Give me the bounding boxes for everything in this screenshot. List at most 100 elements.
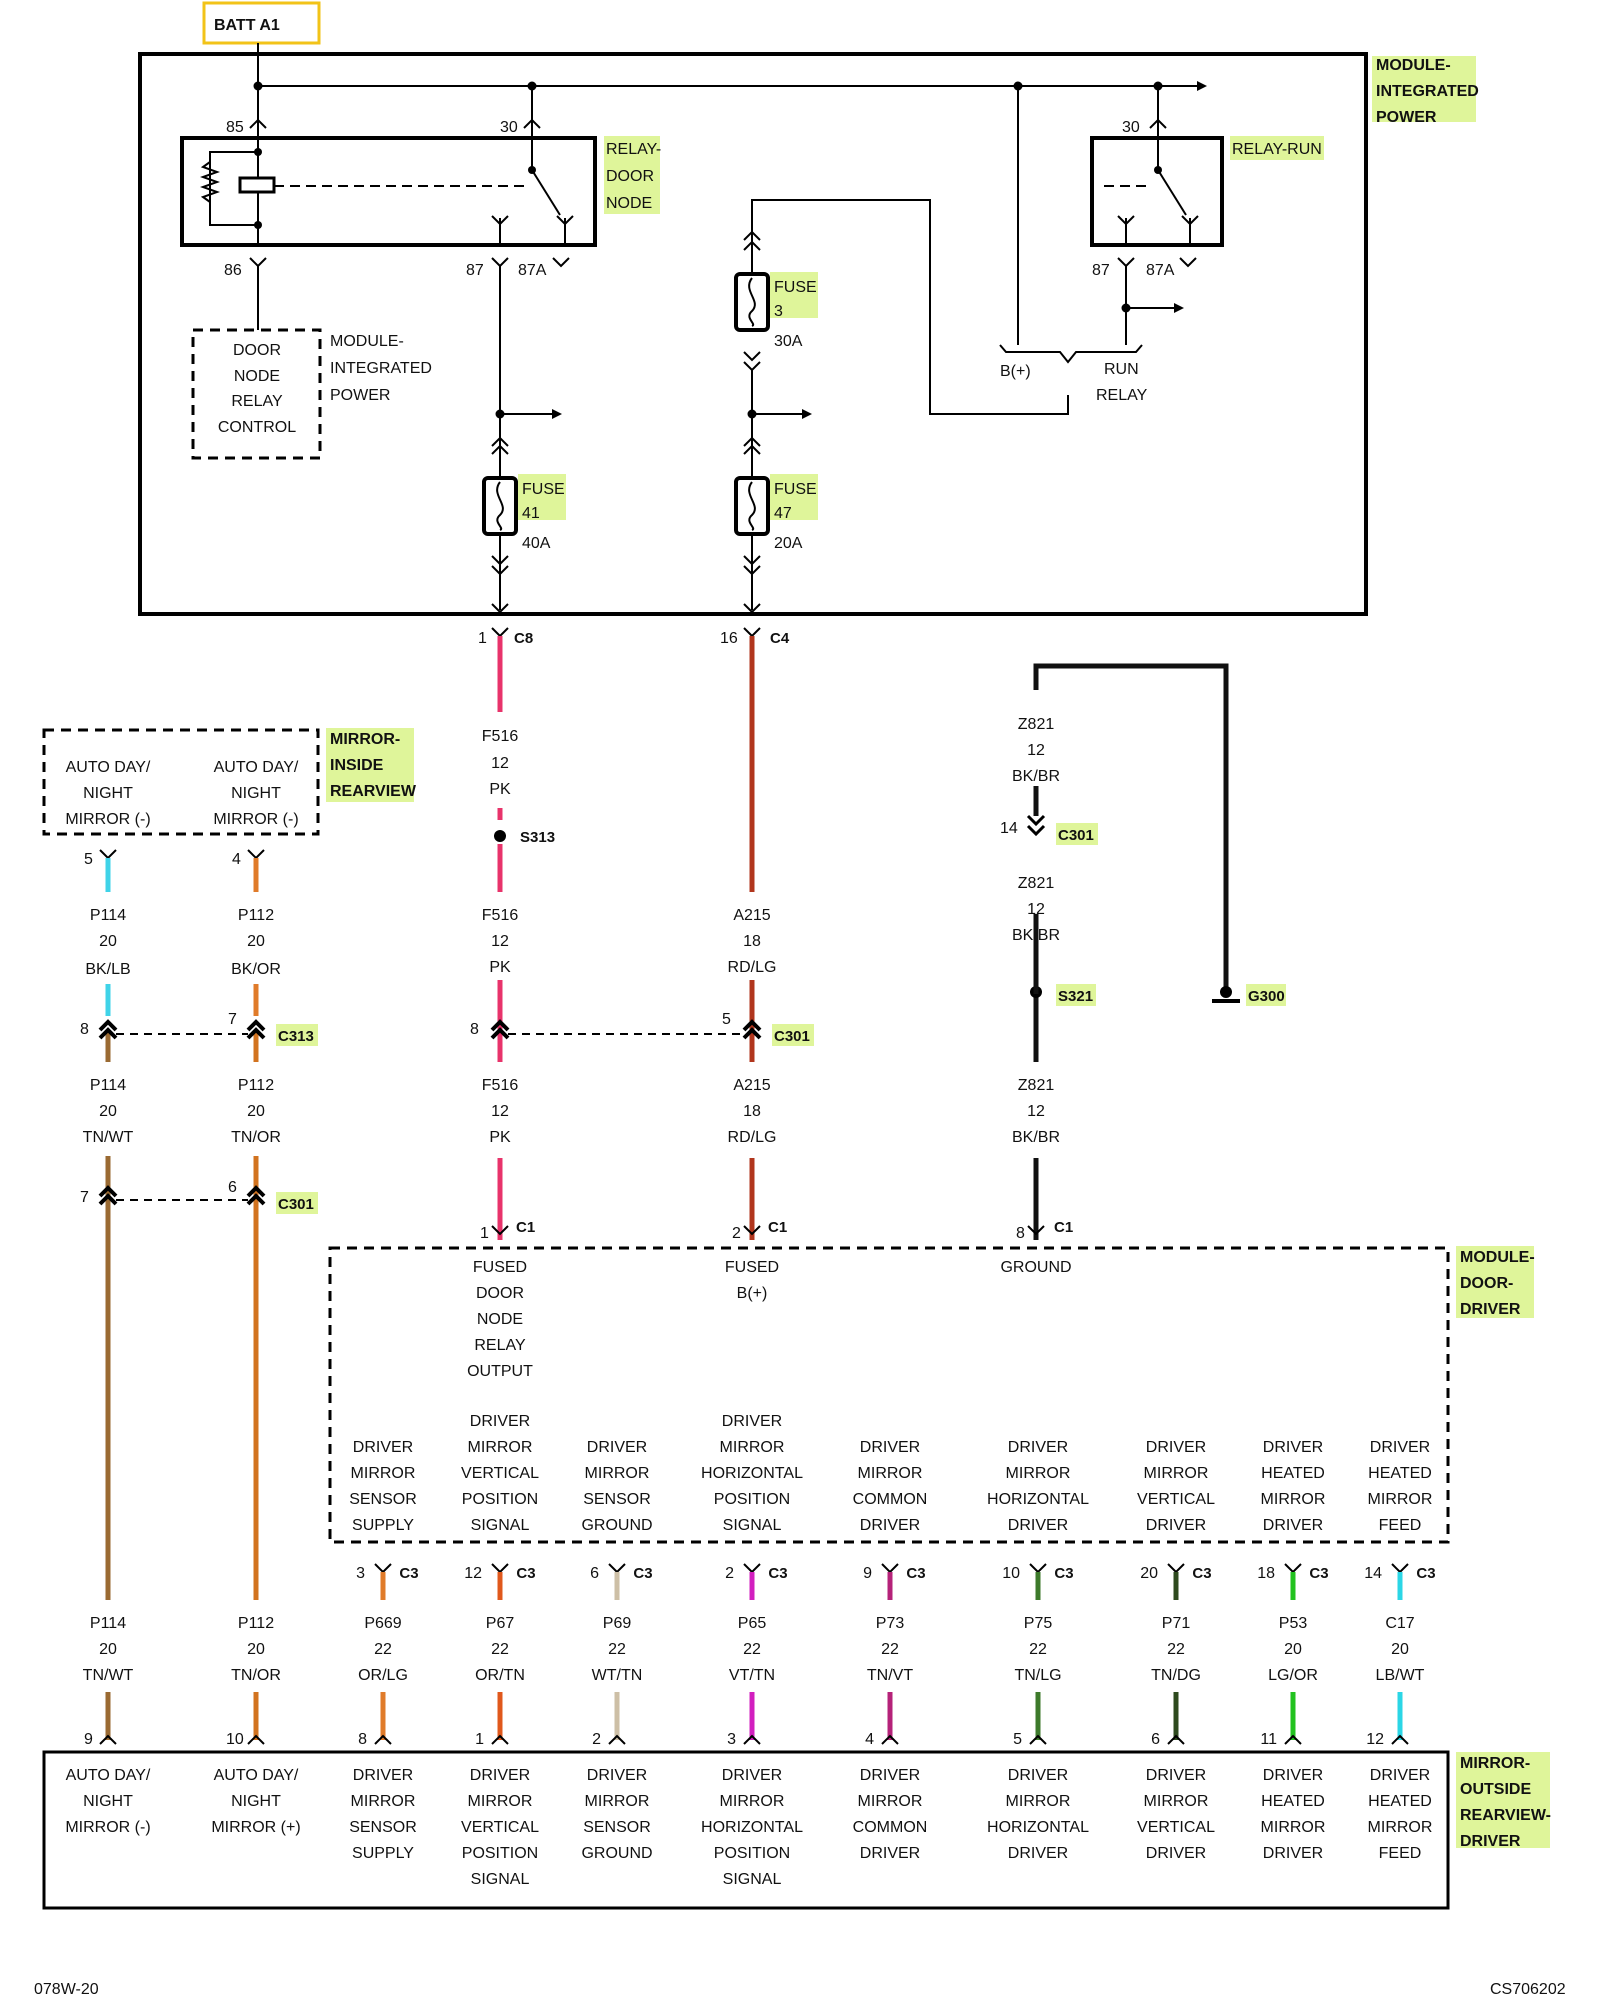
svg-text:C301: C301 <box>774 1028 810 1045</box>
mirror-outside-pin-label: DRIVER <box>353 1767 413 1784</box>
svg-text:BK/OR: BK/OR <box>231 961 281 978</box>
svg-text:BK/BR: BK/BR <box>1012 768 1060 785</box>
output-wire-label: WT/TN <box>592 1667 643 1684</box>
svg-text:MIRROR (-): MIRROR (-) <box>213 811 298 828</box>
footer-left: 078W-20 <box>34 1981 99 1998</box>
output-wire-label: 22 <box>374 1641 392 1658</box>
svg-text:10: 10 <box>226 1731 244 1748</box>
mirror-outside-pin-label: MIRROR <box>858 1793 923 1810</box>
c3-connector-label: C3 <box>1054 1565 1073 1582</box>
svg-text:TN/OR: TN/OR <box>231 1129 281 1146</box>
mirror-outside-pin-label: POSITION <box>714 1845 790 1862</box>
svg-text:F516: F516 <box>482 1077 519 1094</box>
svg-text:16: 16 <box>720 630 738 647</box>
output-wire-label: 22 <box>608 1641 626 1658</box>
c3-pin-symbol <box>1391 1563 1409 1574</box>
svg-text:AUTO DAY/: AUTO DAY/ <box>66 1767 151 1784</box>
c3-pin-symbol <box>881 1563 899 1574</box>
svg-text:PK: PK <box>489 1129 511 1146</box>
door-driver-output-label: MIRROR <box>720 1439 785 1456</box>
door-driver-output-label: HEATED <box>1368 1465 1432 1482</box>
svg-text:RELAY: RELAY <box>231 393 283 410</box>
mirror-outside-pin-label: MIRROR <box>585 1793 650 1810</box>
svg-text:FUSED: FUSED <box>473 1259 527 1276</box>
door-driver-label: MODULE- DOOR- DRIVER <box>1460 1249 1535 1318</box>
c3-pin-symbol <box>608 1563 626 1574</box>
door-driver-output-label: SIGNAL <box>723 1517 782 1534</box>
svg-text:OUTPUT: OUTPUT <box>467 1363 533 1380</box>
door-driver-output-label: SIGNAL <box>471 1517 530 1534</box>
svg-text:7: 7 <box>80 1189 89 1206</box>
door-driver-output-label: GROUND <box>581 1517 652 1534</box>
output-wire-label: TN/VT <box>867 1667 913 1684</box>
output-wire-label: LG/OR <box>1268 1667 1318 1684</box>
fuse-3 <box>734 272 770 332</box>
svg-text:9: 9 <box>84 1731 93 1748</box>
mirror-pin-number: 6 <box>1151 1731 1160 1748</box>
c3-connector-label: C3 <box>1416 1565 1435 1582</box>
svg-text:8: 8 <box>1016 1225 1025 1242</box>
svg-text:2: 2 <box>732 1225 741 1242</box>
mirror-pin-symbol <box>1167 1734 1185 1745</box>
mirror-outside-pin-label: MIRROR <box>351 1793 416 1810</box>
fuse-41-label: FUSE 41 40A <box>522 481 565 552</box>
svg-text:8: 8 <box>470 1021 479 1038</box>
output-wire-label: P75 <box>1024 1615 1053 1632</box>
svg-text:RD/LG: RD/LG <box>728 959 777 976</box>
svg-text:B(+): B(+) <box>1000 363 1031 380</box>
door-driver-output-label: DRIVER <box>722 1413 782 1430</box>
svg-text:12: 12 <box>491 755 509 772</box>
c3-pin-symbol <box>374 1563 392 1574</box>
door-driver-output-label: SUPPLY <box>352 1517 414 1534</box>
c3-pin-number: 2 <box>725 1565 734 1582</box>
door-driver-output-label: VERTICAL <box>1137 1491 1215 1508</box>
svg-text:NODE: NODE <box>606 195 652 212</box>
mirror-outside-pin-label: DRIVER <box>1146 1767 1206 1784</box>
svg-text:5: 5 <box>722 1011 731 1028</box>
c3-pin-number: 6 <box>590 1565 599 1582</box>
svg-text:INTEGRATED: INTEGRATED <box>330 360 432 377</box>
mirror-pin-number: 3 <box>727 1731 736 1748</box>
svg-text:S313: S313 <box>520 829 555 846</box>
door-driver-output-label: MIRROR <box>1368 1491 1433 1508</box>
svg-text:Z821: Z821 <box>1018 1077 1055 1094</box>
svg-text:P112: P112 <box>238 1077 274 1094</box>
svg-text:20: 20 <box>99 933 117 950</box>
output-wire-label: 22 <box>743 1641 761 1658</box>
svg-text:RELAY-: RELAY- <box>606 141 661 158</box>
door-driver-output-label: SENSOR <box>349 1491 417 1508</box>
svg-text:RELAY: RELAY <box>1096 387 1148 404</box>
svg-text:MIRROR (-): MIRROR (-) <box>65 811 150 828</box>
integrated-power-frame <box>138 52 1368 616</box>
door-driver-output-label: DRIVER <box>1263 1517 1323 1534</box>
mirror-outside-pin-label: HORIZONTAL <box>987 1819 1089 1836</box>
door-driver-output-label: DRIVER <box>353 1439 413 1456</box>
svg-text:INSIDE: INSIDE <box>330 757 384 774</box>
mirror-outside-pin-label: DRIVER <box>1146 1845 1206 1862</box>
door-driver-output-label: MIRROR <box>1261 1491 1326 1508</box>
svg-text:TN/WT: TN/WT <box>83 1129 134 1146</box>
mirror-outside-pin-label: DRIVER <box>1263 1767 1323 1784</box>
mirror-pin-number: 1 <box>475 1731 484 1748</box>
mirror-pin-number: 4 <box>865 1731 874 1748</box>
mirror-outside-pin-label: MIRROR <box>1261 1819 1326 1836</box>
svg-text:C1: C1 <box>768 1219 787 1236</box>
door-driver-output-label: VERTICAL <box>461 1465 539 1482</box>
c3-pin-symbol <box>1284 1563 1302 1574</box>
door-driver-output-label: POSITION <box>462 1491 538 1508</box>
c3-connector-label: C3 <box>399 1565 418 1582</box>
svg-text:C301: C301 <box>278 1196 314 1213</box>
svg-text:20A: 20A <box>774 535 803 552</box>
mirror-pin-number: 2 <box>592 1731 601 1748</box>
mirror-outside-pin-label: SIGNAL <box>723 1871 782 1888</box>
output-wire-label: C17 <box>1385 1615 1414 1632</box>
door-driver-output-label: DRIVER <box>1370 1439 1430 1456</box>
svg-text:AUTO DAY/: AUTO DAY/ <box>214 759 299 776</box>
svg-text:4: 4 <box>232 851 241 868</box>
door-driver-output-label: DRIVER <box>587 1439 647 1456</box>
mip-side-label: MODULE- INTEGRATED POWER <box>330 333 432 404</box>
svg-text:BK/BR: BK/BR <box>1012 1129 1060 1146</box>
svg-text:RUN: RUN <box>1104 361 1139 378</box>
output-wire-label: LB/WT <box>1376 1667 1425 1684</box>
